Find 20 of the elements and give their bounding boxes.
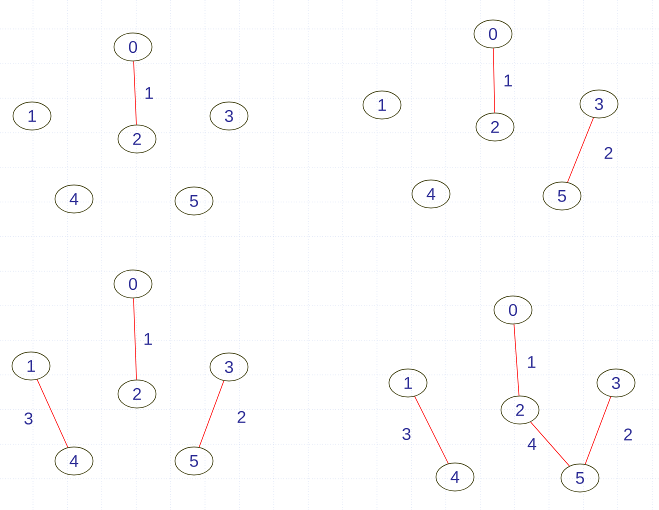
edge-label: 1 xyxy=(504,74,512,86)
edge-line xyxy=(133,60,137,125)
edge-line xyxy=(492,48,496,113)
edge-label: 2 xyxy=(604,147,612,159)
edge-line xyxy=(198,380,224,448)
edge-label: 2 xyxy=(238,411,246,423)
edge-label: 2 xyxy=(624,428,632,440)
edge-label: 3 xyxy=(24,412,32,424)
edge-label: 1 xyxy=(146,87,153,99)
edge-line xyxy=(514,324,520,396)
edge-line xyxy=(414,396,449,464)
edge-label: 1 xyxy=(144,333,152,345)
edge-line xyxy=(567,117,594,183)
edge-label: 1 xyxy=(528,356,536,368)
edge-line xyxy=(584,396,612,465)
edge-line xyxy=(133,298,137,380)
edge-label: 4 xyxy=(528,438,536,450)
edge-label: 3 xyxy=(402,428,410,440)
edge-line xyxy=(36,379,68,448)
edge-line xyxy=(530,422,570,466)
